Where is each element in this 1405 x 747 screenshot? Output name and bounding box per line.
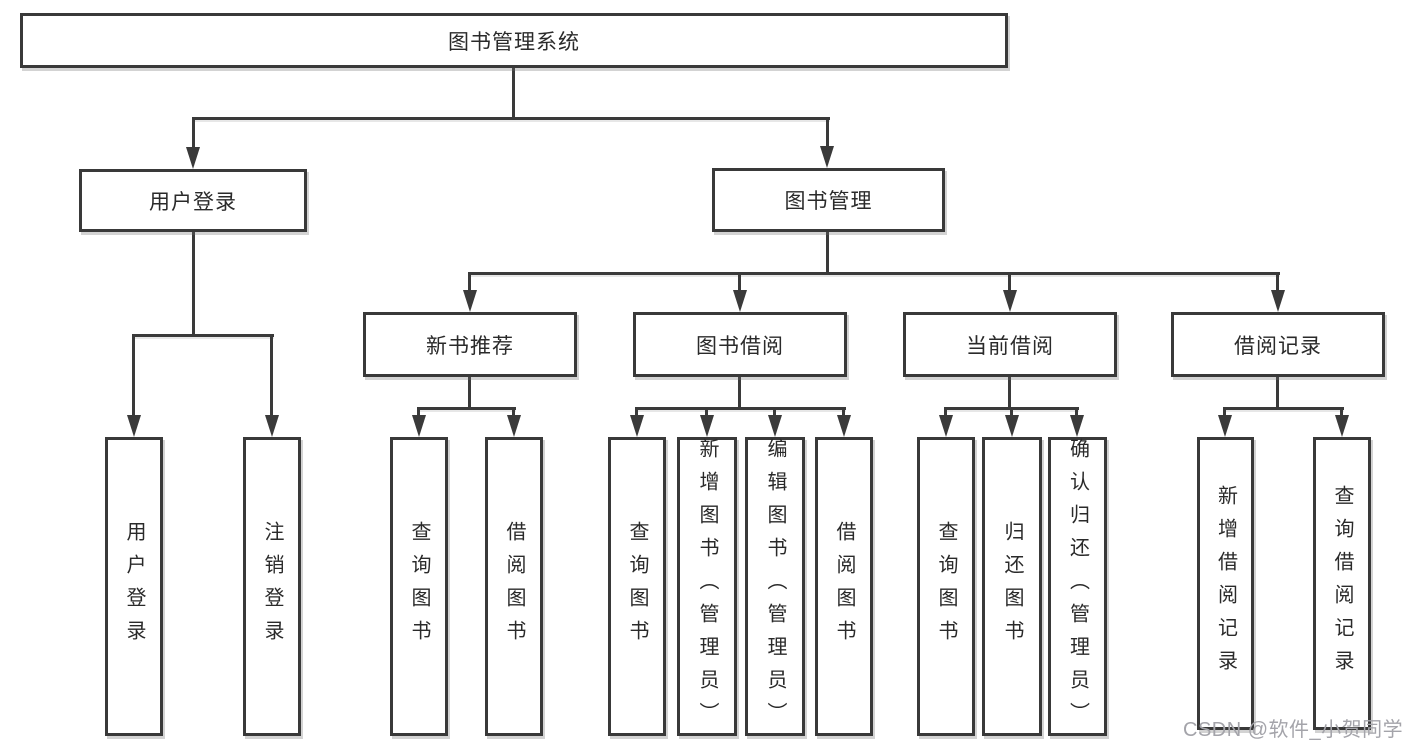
watermark: CSDN @软件_小贺同学 <box>1183 719 1404 741</box>
arrowhead-gborrow-c3 <box>768 415 782 437</box>
connector-root-stem <box>512 68 515 120</box>
leaf-borrow-query-book-label: 查询图书 <box>626 520 648 653</box>
leaf-borrow-book: 借阅图书 <box>815 437 873 736</box>
connector-group1-drop <box>468 272 471 292</box>
connector-gcurrent-c2-drop <box>1010 407 1013 417</box>
arrowhead-gborrow-c1 <box>630 415 644 437</box>
node-borrow-record-label: 借阅记录 <box>1234 334 1322 358</box>
connector-gborrow-c1-drop <box>635 407 638 417</box>
leaf-user-login-label: 用户登录 <box>123 520 145 653</box>
connector-gcurrent-stem <box>1008 377 1011 410</box>
connector-level3-rail <box>468 272 1280 275</box>
arrowhead-gborrow-c2 <box>700 415 714 437</box>
connector-book-stem <box>826 232 829 275</box>
leaf-new-query-book-label: 查询图书 <box>408 520 430 653</box>
leaf-logout-label: 注销登录 <box>261 520 283 653</box>
connector-gnew-c2-drop <box>512 407 515 417</box>
connector-user-rail <box>133 334 274 337</box>
arrowhead-group1 <box>463 290 477 312</box>
leaf-return-book: 归还图书 <box>982 437 1042 736</box>
leaf-logout: 注销登录 <box>243 437 301 736</box>
arrowhead-gborrow-c4 <box>837 415 851 437</box>
node-book-borrow-label: 图书借阅 <box>696 334 784 358</box>
leaf-return-book-label: 归还图书 <box>1001 520 1023 653</box>
leaf-borrow-query-book: 查询图书 <box>608 437 666 736</box>
connector-user-child2-drop <box>270 334 273 416</box>
connector-gnew-rail <box>418 407 516 410</box>
connector-gnew-c1-drop <box>417 407 420 417</box>
leaf-confirm-return-admin-label: 确认归还（管理员） <box>1066 438 1089 735</box>
connector-gborrow-c3-drop <box>773 407 776 417</box>
connector-group2-drop <box>738 272 741 292</box>
arrowhead-book <box>820 146 834 168</box>
node-book-borrow: 图书借阅 <box>633 312 847 377</box>
connector-user-child1-drop <box>132 334 135 416</box>
arrowhead-grecord-c1 <box>1218 415 1232 437</box>
connector-grecord-c1-drop <box>1223 407 1226 417</box>
connector-gborrow-rail <box>636 407 846 410</box>
leaf-current-query-book-label: 查询图书 <box>935 520 957 653</box>
leaf-edit-book-admin-label: 编辑图书（管理员） <box>764 438 786 735</box>
node-new-book-recommend: 新书推荐 <box>363 312 577 377</box>
leaf-add-borrow-record-label: 新增借阅记录 <box>1214 484 1237 683</box>
leaf-user-login: 用户登录 <box>105 437 163 736</box>
connector-gcurrent-c1-drop <box>944 407 947 417</box>
arrowhead-gnew-c2 <box>507 415 521 437</box>
arrowhead-group4 <box>1271 290 1285 312</box>
connector-group4-drop <box>1276 272 1279 292</box>
leaf-current-query-book: 查询图书 <box>917 437 975 736</box>
leaf-new-borrow-book: 借阅图书 <box>485 437 543 736</box>
leaf-query-borrow-record-label: 查询借阅记录 <box>1331 484 1353 683</box>
arrowhead-gcurrent-c3 <box>1070 415 1084 437</box>
leaf-borrow-book-label: 借阅图书 <box>833 520 855 653</box>
arrowhead-group3 <box>1003 290 1017 312</box>
leaf-query-borrow-record: 查询借阅记录 <box>1313 437 1371 730</box>
leaf-edit-book-admin: 编辑图书（管理员） <box>745 437 805 736</box>
arrowhead-gcurrent-c1 <box>939 415 953 437</box>
leaf-add-book-admin: 新增图书（管理员） <box>677 437 737 736</box>
connector-grecord-c2-drop <box>1340 407 1343 417</box>
arrowhead-user-child2 <box>265 415 279 437</box>
connector-gborrow-stem <box>738 377 741 410</box>
node-root: 图书管理系统 <box>20 13 1008 68</box>
node-book-management: 图书管理 <box>712 168 945 232</box>
connector-book-drop <box>826 117 829 148</box>
leaf-add-book-admin-label: 新增图书（管理员） <box>696 438 718 735</box>
connector-level2-rail <box>192 117 830 120</box>
leaf-new-borrow-book-label: 借阅图书 <box>503 520 525 653</box>
connector-gborrow-c4-drop <box>842 407 845 417</box>
node-current-borrow: 当前借阅 <box>903 312 1117 377</box>
connector-grecord-stem <box>1276 377 1279 409</box>
arrowhead-user-child1 <box>127 415 141 437</box>
connector-group3-drop <box>1008 272 1011 292</box>
connector-gcurrent-c3-drop <box>1075 407 1078 417</box>
node-current-borrow-label: 当前借阅 <box>966 334 1054 358</box>
node-user-login: 用户登录 <box>79 169 307 232</box>
arrowhead-user <box>186 147 200 169</box>
connector-user-drop <box>192 117 195 149</box>
leaf-add-borrow-record: 新增借阅记录 <box>1197 437 1254 730</box>
leaf-confirm-return-admin: 确认归还（管理员） <box>1048 437 1107 736</box>
node-root-label: 图书管理系统 <box>448 30 580 54</box>
connector-grecord-rail <box>1224 407 1344 410</box>
connector-gnew-stem <box>468 377 471 410</box>
connector-user-stem <box>192 232 195 337</box>
arrowhead-group2 <box>733 290 747 312</box>
node-book-management-label: 图书管理 <box>784 190 873 213</box>
arrowhead-gcurrent-c2 <box>1005 415 1019 437</box>
leaf-new-query-book: 查询图书 <box>390 437 448 736</box>
arrowhead-grecord-c2 <box>1335 415 1349 437</box>
node-borrow-record: 借阅记录 <box>1171 312 1385 377</box>
arrowhead-gnew-c1 <box>412 415 426 437</box>
node-user-login-label: 用户登录 <box>149 190 237 214</box>
node-new-book-recommend-label: 新书推荐 <box>426 334 514 358</box>
connector-gborrow-c2-drop <box>705 407 708 417</box>
